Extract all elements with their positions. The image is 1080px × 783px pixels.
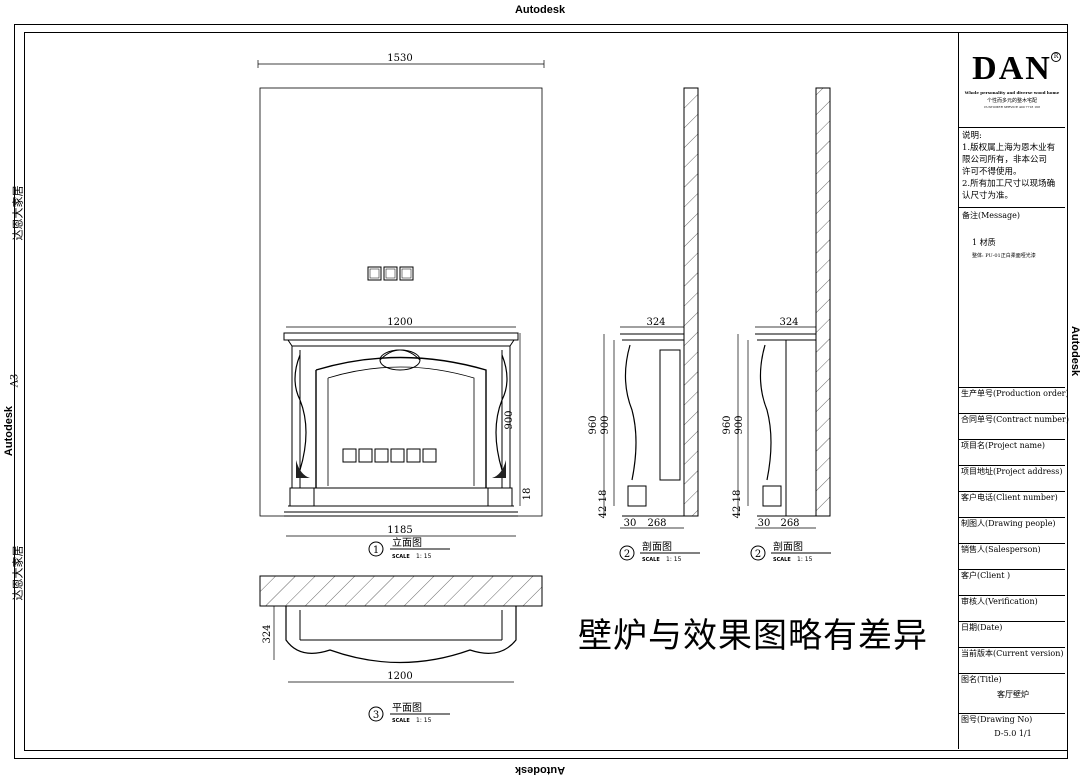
row-production-order: 生产单号(Production order) (959, 388, 1069, 414)
row-project-name: 项目名(Project name) (959, 440, 1065, 466)
svg-text:2: 2 (755, 549, 761, 560)
title-block: DAN R Whole personality and diverse wood… (958, 32, 1069, 749)
notes-section: 说明: 1.版权属上海为恩木业有 限公司所有，非本公司 许可不得使用。 2.所有… (959, 128, 1065, 208)
view-label-3: 3 平面图 SCALE 1: 15 (368, 702, 450, 724)
svg-text:SCALE: SCALE (392, 718, 410, 724)
svg-text:平面图: 平面图 (392, 702, 422, 714)
logo-phone: CUSTOMER SERVICE 400 7718 168 (984, 105, 1040, 109)
row-client-number: 客户电话(Client number) (959, 492, 1065, 518)
svg-text:SCALE: SCALE (392, 554, 410, 560)
drawing-number: D-5.0 1/1 (994, 729, 1032, 738)
row-salesperson: 销售人(Salesperson) (959, 544, 1065, 570)
row-project-address: 项目地址(Project address) (959, 466, 1065, 492)
dim-base-height: 18 (522, 488, 533, 501)
row-title: 图名(Title) 客厅壁炉 (959, 674, 1065, 714)
svg-text:1: 15: 1: 15 (666, 556, 682, 563)
section-view-1: 324 960 900 18 42 30 268 (588, 87, 699, 529)
svg-text:3: 3 (373, 710, 379, 721)
svg-text:1: 15: 1: 15 (416, 553, 432, 560)
section-view-2: 324 960 900 18 42 30 268 (722, 87, 831, 529)
row-drawing-people: 制图人(Drawing people) (959, 518, 1065, 544)
dim-mantel-width: 1200 (387, 317, 412, 328)
svg-text:1: 15: 1: 15 (416, 717, 432, 724)
view-label-2b: 2 剖面图 SCALE 1: 15 (750, 540, 831, 563)
socket-group-upper (367, 266, 414, 281)
company-logo: DAN R Whole personality and diverse wood… (959, 32, 1065, 128)
svg-text:2: 2 (624, 549, 630, 560)
svg-text:1: 1 (373, 545, 379, 556)
drawing-title: 客厅壁炉 (997, 690, 1029, 699)
dim-section-total-height: 960 (588, 415, 599, 434)
dim-section-offset: 30 (758, 518, 771, 529)
view-label-2a: 2 剖面图 SCALE 1: 15 (619, 540, 700, 563)
row-verification: 审核人(Verification) (959, 596, 1065, 622)
remark-section: 备注(Message) 1 材质 整体: PU-01正白柔面哑光漆 (959, 208, 1065, 388)
dim-section-height: 900 (734, 415, 745, 434)
row-date: 日期(Date) (959, 622, 1065, 648)
svg-text:剖面图: 剖面图 (642, 540, 672, 553)
logo-tagline-cn: 个性而多元的整木宅配 (986, 98, 1037, 104)
drawing-frame-inner (24, 32, 1068, 751)
svg-text:剖面图: 剖面图 (773, 540, 803, 553)
dim-section-inner-depth: 268 (780, 518, 799, 529)
logo-text: DAN (972, 50, 1052, 87)
registered-mark: R (1051, 52, 1061, 62)
dim-section-offset: 30 (624, 518, 637, 529)
svg-text:SCALE: SCALE (642, 557, 660, 563)
row-contract-number: 合同单号(Contract number) (959, 414, 1069, 440)
dim-section-depth: 324 (646, 317, 665, 328)
difference-note: 壁炉与效果图略有差异 (578, 616, 928, 656)
dim-section-depth: 324 (779, 317, 798, 328)
row-current-version: 当前版本(Current version) (959, 648, 1065, 674)
view-label-1: 1 立面图 SCALE 1: 15 (368, 536, 450, 560)
dim-base-width: 1185 (387, 525, 412, 536)
watermark-top: Autodesk (514, 4, 566, 16)
dim-section-base2: 42 (732, 506, 743, 519)
dim-section-base2: 42 (598, 506, 609, 519)
elevation-view: 1530 1200 (257, 53, 545, 537)
dim-elevation-width: 1530 (387, 53, 412, 64)
plan-view: 324 1200 (259, 575, 543, 683)
row-drawing-no: 图号(Drawing No) D-5.0 1/1 (959, 714, 1065, 749)
dim-section-total-height: 960 (722, 415, 733, 434)
dim-section-inner-depth: 268 (647, 518, 666, 529)
svg-text:立面图: 立面图 (392, 536, 422, 549)
dim-section-height: 900 (600, 415, 611, 434)
logo-tagline: Whole personality and diverse wood home (964, 90, 1060, 95)
svg-text:1: 15: 1: 15 (797, 556, 813, 563)
dim-plan-width: 1200 (387, 671, 412, 682)
dim-fireplace-height: 900 (504, 410, 515, 429)
dim-plan-depth: 324 (262, 624, 273, 643)
dim-section-base1: 18 (732, 490, 743, 503)
dim-section-base1: 18 (598, 490, 609, 503)
row-client: 客户(Client ) (959, 570, 1065, 596)
svg-text:SCALE: SCALE (773, 557, 791, 563)
socket-group-lower (342, 448, 437, 463)
